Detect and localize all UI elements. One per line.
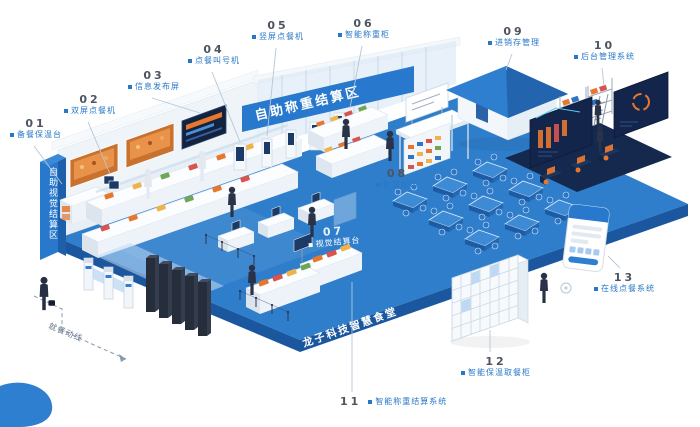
label-bullet [368,399,373,404]
callout-number: 09 [503,25,525,38]
callout-number: 06 [353,17,375,30]
dashboard-screen-1 [529,96,593,169]
label-bullet [488,41,492,45]
callout-13: 13 在线点餐系统 [594,272,655,293]
callout-05: 05 竖屏点餐机 [252,20,304,41]
callout-03: 03 信息发布屏 [128,70,180,91]
route-arrow [119,354,126,362]
visual-checkout-stations [204,191,357,265]
call-number-kiosk [233,143,247,171]
briefcase [48,300,55,306]
label-bullet [461,371,465,375]
callout-09: 09 进销存管理 [488,26,540,47]
route-path: 就餐动线 [33,295,127,362]
label-text: 双屏点餐机 [71,106,116,115]
zone-pillar-text: 自助视觉结算区 [47,167,57,241]
label-text: 进销存管理 [495,38,540,47]
label-bullet [338,33,342,37]
people [39,99,604,311]
callout-04: 04 点餐叫号机 [188,44,240,65]
callout-number: 05 [267,19,289,32]
callout-11: 11 智能称重结算系统 [340,396,447,407]
person-at-cabinet [540,272,548,303]
dot-marker [560,282,572,294]
callout-number: 13 [613,271,636,284]
serving-counter-front [81,163,299,258]
corner-decoration [0,382,53,427]
security-panels [146,255,211,336]
entrance-area: 就餐动线 [33,243,224,362]
callout-lines [33,45,621,392]
label-text: 智能称重柜 [345,30,390,39]
label-text: 智能称重结算系统 [375,396,448,406]
glass-divider [333,191,357,227]
floor-edge [58,204,688,352]
callout-08: 08 智慧超市 [376,168,419,189]
dashboard-screens [529,71,669,185]
callout-12: 12 智能保温取餐柜 [461,356,531,377]
person-on-ladder [594,99,602,126]
callout-number: 02 [79,93,101,106]
dashboard-screen-2 [613,71,669,139]
app-action-bar [568,256,599,266]
person-entrance [39,276,55,311]
queue-stanchions [204,233,256,265]
callout-02: 02 双屏点餐机 [64,94,116,115]
callout-10: 10 后台管理系统 [574,40,635,61]
app-header [568,204,610,223]
settlement-counters [238,232,363,321]
label-text: 智能保温取餐柜 [468,368,531,377]
info-screen [181,104,227,150]
label-text: 竖屏点餐机 [259,32,304,41]
label-bullet [594,287,598,291]
queue-stanchions [238,289,290,321]
label-bullet [252,35,256,39]
callout-number: 04 [203,43,225,56]
callout-number: 12 [485,355,507,368]
callout-01: 01 备餐保温台 [10,118,62,139]
supermarket-kiosk [395,82,471,176]
label-text: 智慧超市 [383,180,419,189]
label-bullet [128,85,132,89]
callout-06: 06 智能称重柜 [338,18,390,39]
pickup-cabinet [450,254,530,348]
callout-number: 01 [25,117,47,130]
label-text: 点餐叫号机 [195,56,240,65]
entry-gates [83,257,134,309]
callout-number: 10 [593,39,616,52]
callout-number: 11 [340,395,362,408]
kiosk-sign [405,82,449,131]
label-text: 在线点餐系统 [601,284,655,293]
menu-screen-1 [69,142,119,189]
label-bullet [188,59,192,63]
callout-number: 07 [322,224,345,239]
menu-screen-2 [125,122,175,169]
phone-mockup [562,203,610,273]
callout-number: 08 [386,167,409,180]
label-text: 信息发布屏 [135,82,180,91]
label-bullet [308,242,313,248]
label-text: 备餐保温台 [17,130,62,139]
warehouse-building [446,66,568,151]
callout-number: 03 [143,69,165,82]
label-bullet [376,183,380,187]
label-bullet [574,55,578,59]
label-bullet [10,133,14,137]
dual-screen-order-device [103,175,120,190]
route-text: 就餐动线 [47,321,84,344]
label-bullet [64,109,68,113]
label-text: 后台管理系统 [581,52,635,61]
operator-consoles [540,144,620,185]
